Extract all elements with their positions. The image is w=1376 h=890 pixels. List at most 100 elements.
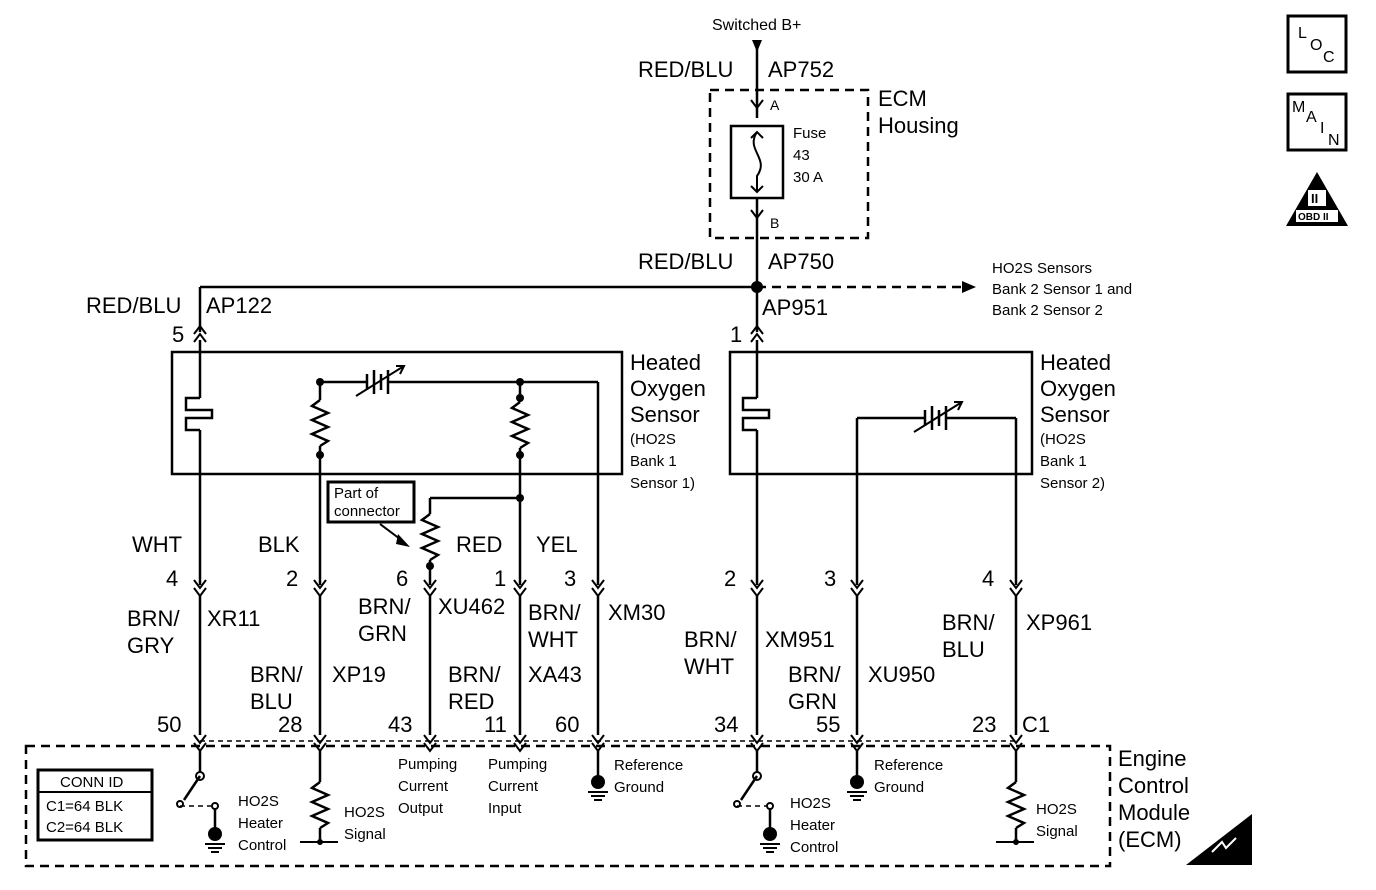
- ecm-connector-c1: C1: [1022, 712, 1050, 737]
- heater2-label-1: HO2S: [790, 795, 831, 812]
- fuse-label-1: Fuse: [793, 125, 826, 142]
- fuse-arrow-bottom-icon: [750, 185, 764, 194]
- fuse-label-2: 43: [793, 147, 810, 164]
- harness-s2-3b: BLU: [942, 637, 985, 662]
- sensor2-heater-icon: [741, 396, 771, 432]
- harness-s2-2b: GRN: [788, 689, 837, 714]
- offpage-label-1: HO2S Sensors: [992, 260, 1092, 277]
- ecm-section: 50 28 43 11 60 34 55 23 C1 Engine Contro…: [24, 712, 1252, 868]
- wire-color-wht: WHT: [132, 532, 182, 557]
- ecm-conn-icon-11: [513, 734, 527, 753]
- sensor2-cell-icon: [918, 406, 1016, 430]
- conn-id-c2: C2=64 BLK: [46, 819, 123, 836]
- obd-numeral: II: [1311, 191, 1318, 206]
- sensor2-label-5: Bank 1: [1040, 453, 1087, 470]
- ecm-conn-icon-23: [1009, 734, 1023, 753]
- sensor2-supply-connector-icon: [750, 324, 764, 343]
- callout-label-2: connector: [334, 503, 400, 520]
- supply-arrow-icon: [752, 40, 762, 52]
- heater1-label-1: HO2S: [238, 793, 279, 810]
- callout-arrow-icon: [396, 534, 410, 547]
- ref1-node-icon: [591, 775, 605, 789]
- heater1-label-3: Control: [238, 837, 286, 854]
- obd-label-bg: [1296, 210, 1338, 222]
- ref2-ground-icon: [847, 791, 867, 801]
- harness-s1-2b: BLU: [250, 689, 293, 714]
- sensor1-section: 5 Heated Oxygen Sensor (HO2S Bank 1 Sens…: [127, 322, 706, 735]
- sensor1-label-1: Heated: [630, 350, 701, 375]
- pin-4-s2: 4: [982, 566, 994, 591]
- sensor1-label-6: Sensor 1): [630, 475, 695, 492]
- ecm-pin-60: 60: [555, 712, 579, 737]
- sensor1-heater-icon: [184, 396, 214, 432]
- ecm-box: [24, 744, 1112, 868]
- signal1-node-icon: [317, 839, 323, 845]
- sensor2-label-1: Heated: [1040, 350, 1111, 375]
- ecm-conn-icon-34: [750, 734, 764, 753]
- loc-icon-frame: [1286, 14, 1348, 74]
- node-circuit: AP951: [762, 295, 828, 320]
- reference-icons: L O C M A I N II OBD II: [1286, 14, 1348, 226]
- loc-letter-o: O: [1310, 37, 1322, 54]
- switched-b-plus-label: Switched B+: [712, 17, 801, 34]
- wire-color-yel: YEL: [536, 532, 578, 557]
- heater2-ground-node-icon: [763, 827, 777, 841]
- harness-s1-1b: GRY: [127, 633, 175, 658]
- ecm-label-4: (ECM): [1118, 827, 1182, 852]
- sensor2-box: [728, 350, 1034, 476]
- ecm-pin-50: 50: [157, 712, 181, 737]
- circuit-xa43: XA43: [528, 662, 582, 687]
- ecm-housing-box: [708, 88, 870, 240]
- obd-numeral-bg: [1308, 190, 1326, 206]
- offpage-label-3: Bank 2 Sensor 2: [992, 302, 1103, 319]
- harness-s1-5b: WHT: [528, 627, 578, 652]
- sensor2-pin-supply: 1: [730, 322, 742, 347]
- sensor1-label-2: Oxygen: [630, 376, 706, 401]
- conn-id-box: [36, 768, 154, 842]
- ecm-pin-11: 11: [484, 712, 507, 737]
- loc-icon[interactable]: L O C: [1286, 14, 1348, 74]
- ecm-label-2: Control: [1118, 773, 1189, 798]
- signal2-node-icon: [1013, 839, 1019, 845]
- circuit-xp19: XP19: [332, 662, 386, 687]
- pin-3-s1: 3: [564, 566, 576, 591]
- main-icon[interactable]: M A I N: [1286, 92, 1348, 152]
- ecm-conn-icon-28: [313, 734, 327, 753]
- harness-s1-3a: BRN/: [358, 594, 411, 619]
- conn-id-title: CONN ID: [60, 774, 124, 791]
- pin-1-s1: 1: [494, 566, 506, 591]
- sensor1-label-4: (HO2S: [630, 431, 676, 448]
- circuit-xr11: XR11: [207, 606, 260, 631]
- ref1-ground-icon: [588, 791, 608, 801]
- ecm-housing-label-1: ECM: [878, 86, 927, 111]
- pump-out-label-2: Current: [398, 778, 449, 795]
- ref1-label-1: Reference: [614, 757, 683, 774]
- supply-section: Switched B+ RED/BLU AP752 ECM Housing A …: [86, 17, 1132, 332]
- harness-s2-2a: BRN/: [788, 662, 841, 687]
- pump-out-label-3: Output: [398, 800, 444, 817]
- ref2-label-2: Ground: [874, 779, 924, 796]
- sensor1-label-3: Sensor: [630, 402, 700, 427]
- obd-ii-icon[interactable]: II OBD II: [1286, 172, 1348, 226]
- ecm-housing-label-2: Housing: [878, 113, 959, 138]
- circuit-xm30: XM30: [608, 600, 665, 625]
- wire-color-blk: BLK: [258, 532, 300, 557]
- sensor1-box: [170, 350, 624, 476]
- pin-4-s1: 4: [166, 566, 178, 591]
- pin-3-s2: 3: [824, 566, 836, 591]
- ecm-pin-28: 28: [278, 712, 302, 737]
- main-letter-n: N: [1328, 132, 1340, 149]
- signal2-label-2: Signal: [1036, 823, 1078, 840]
- connector-a-icon: [750, 99, 764, 110]
- harness-s2-1b: WHT: [684, 654, 734, 679]
- harness-s1-1a: BRN/: [127, 606, 180, 631]
- heater1-ground-icon: [205, 843, 225, 853]
- harness-s2-3a: BRN/: [942, 610, 995, 635]
- supply-circuit-top: AP752: [768, 57, 834, 82]
- ecm-pin-34: 34: [714, 712, 738, 737]
- sensor2-section: 1 Heated Oxygen Sensor (HO2S Bank 1 Sens…: [684, 322, 1116, 735]
- pump-in-label-3: Input: [488, 800, 522, 817]
- heater2-ground-icon: [760, 843, 780, 853]
